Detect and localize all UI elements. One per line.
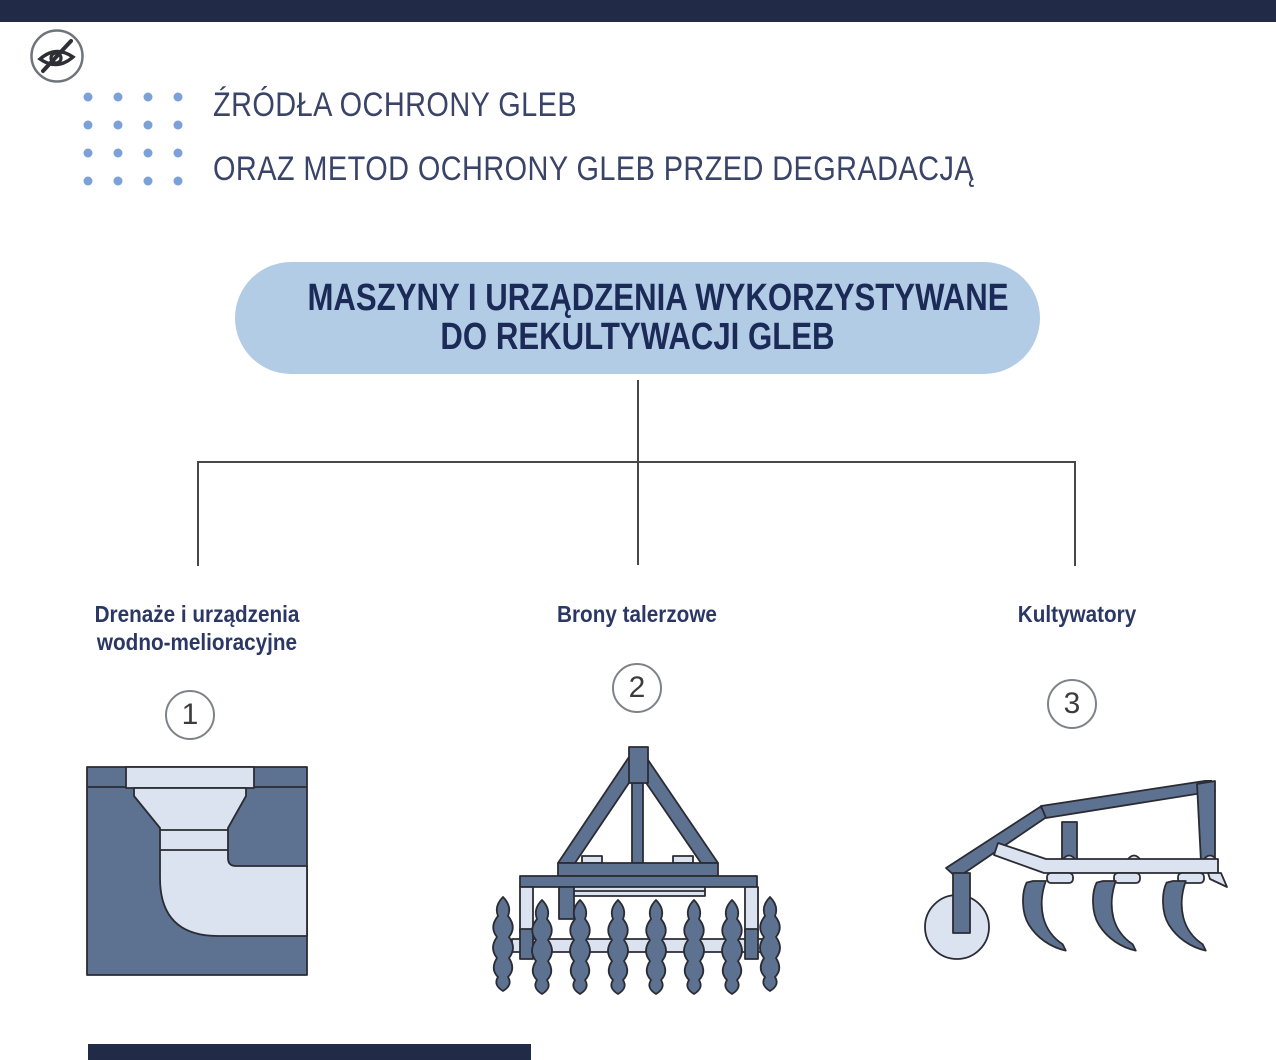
step-circle-2: 2	[612, 663, 662, 713]
branch-label-2: Brony talerzowe	[557, 601, 717, 627]
connector-vertical-center	[636, 380, 639, 565]
branch-label-3: Kultywatory	[1017, 601, 1137, 627]
branch-label-1: Drenaże i urządzenia wodno-melioracyjne	[94, 601, 300, 655]
visibility-hidden-icon[interactable]	[29, 28, 85, 89]
top-bar	[0, 0, 1276, 22]
page-title-line2: ORAZ METOD OCHRONY GLEB PRZED DEGRADACJĄ	[213, 150, 975, 188]
root-node-line2: DO REKULTYWACJI GLEB	[440, 316, 835, 358]
bottom-bar	[88, 1044, 531, 1060]
step-circle-3: 3	[1047, 679, 1097, 729]
dots-pattern-icon	[82, 90, 186, 195]
page-title-line1: ŹRÓDŁA OCHRONY GLEB	[213, 86, 578, 124]
root-node: MASZYNY I URZĄDZENIA WYKORZYSTYWANE DO R…	[235, 262, 1040, 374]
disc-harrow-icon	[480, 745, 795, 1005]
connector-horizontal	[197, 461, 1076, 463]
root-node-text: MASZYNY I URZĄDZENIA WYKORZYSTYWANE DO R…	[307, 277, 1009, 358]
root-node-line1: MASZYNY I URZĄDZENIA WYKORZYSTYWANE	[307, 277, 1009, 319]
step-circle-1: 1	[165, 690, 215, 740]
connector-vertical-left	[197, 461, 199, 566]
cultivator-icon	[922, 779, 1237, 995]
connector-vertical-right	[1074, 461, 1076, 566]
drainage-pipe-cross-section-icon	[86, 766, 308, 981]
